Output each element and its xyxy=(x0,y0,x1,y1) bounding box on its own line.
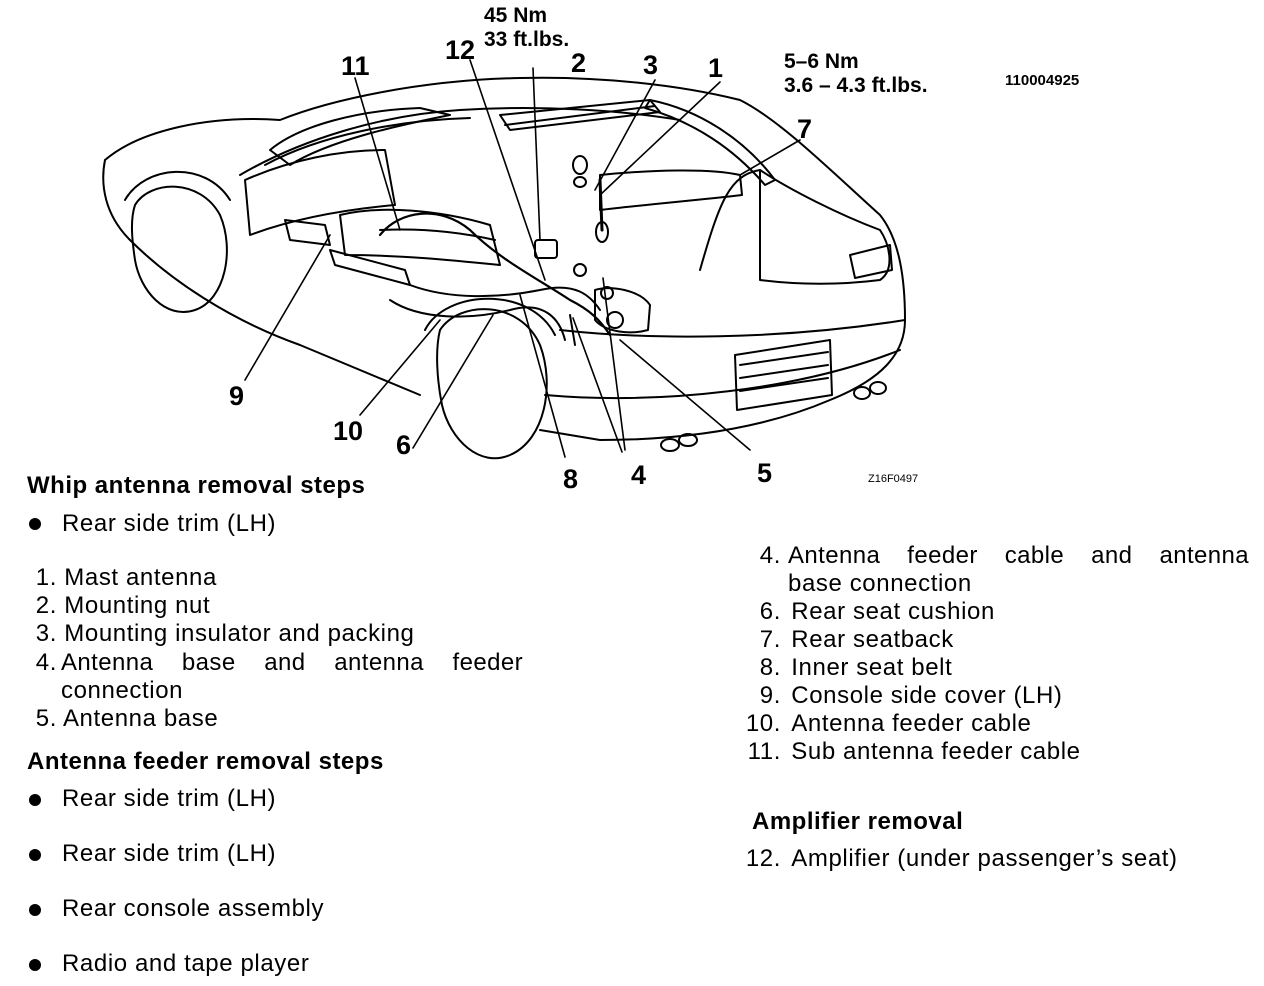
feeder-prep-step: Rear side trim (LH) xyxy=(62,785,277,812)
callout-11: 11 xyxy=(341,51,370,81)
torque-nm: 5–6 Nm xyxy=(784,50,859,73)
step-number: 2. xyxy=(35,592,57,619)
feeder-step-4-cont: base connection xyxy=(788,570,972,597)
front-wheel xyxy=(131,185,228,313)
feeder-step-6: 6. Rear seat cushion xyxy=(740,598,995,626)
step-text: Antenna base xyxy=(62,705,219,732)
step-number: 5. xyxy=(35,705,57,732)
callout-9: 9 xyxy=(229,381,245,411)
feeder-step-10: 10. Antenna feeder cable xyxy=(740,710,1031,738)
car-body-outline xyxy=(104,76,906,441)
windshield xyxy=(269,107,451,166)
step-text: Inner seat belt xyxy=(791,654,953,681)
amplifier-heading: Amplifier removal xyxy=(752,808,964,835)
step-text: Mounting nut xyxy=(64,592,211,619)
console-side-cover xyxy=(284,219,331,246)
feeder-prep-step: Rear console assembly xyxy=(62,895,325,922)
callout-4: 4 xyxy=(631,460,647,490)
whip-step-3: 3. Mounting insulator and packing xyxy=(27,620,415,648)
step-number: 6. xyxy=(759,598,781,625)
rear-seat xyxy=(339,208,501,266)
tail-light xyxy=(849,244,893,279)
torque-spec-antenna-base: 5–6 Nm 3.6 – 4.3 ft.lbs. xyxy=(784,50,928,98)
bullet-dot xyxy=(29,849,41,861)
callout-3: 3 xyxy=(643,50,659,80)
callout-8: 8 xyxy=(563,464,579,494)
step-text: Console side cover (LH) xyxy=(791,682,1063,709)
rear-bumper xyxy=(559,319,906,338)
whip-step-2: 2. Mounting nut xyxy=(27,592,210,620)
callout-7: 7 xyxy=(797,114,813,144)
amplifier-box xyxy=(534,239,558,259)
bullet-dot xyxy=(29,904,41,916)
car-line-drawing xyxy=(102,59,906,460)
whip-step-5: 5. Antenna base xyxy=(27,705,218,733)
step-text: Antenna feeder cable xyxy=(791,710,1032,737)
callout-5: 5 xyxy=(757,458,773,488)
leader-lines xyxy=(244,59,801,458)
step-number: 10. xyxy=(745,710,781,737)
step-number: 3. xyxy=(35,620,57,647)
feeder-step-8: 8. Inner seat belt xyxy=(740,654,952,682)
callout-1: 1 xyxy=(708,53,724,83)
step-text: Mounting insulator and packing xyxy=(64,620,415,647)
figure-code: Z16F0497 xyxy=(868,473,919,485)
rear-spoiler xyxy=(644,99,776,186)
bullet-dot xyxy=(29,959,41,971)
torque-ftlbs: 33 ft.lbs. xyxy=(484,28,570,51)
whip-prep-step: Rear side trim (LH) xyxy=(62,510,277,537)
torque-spec-mounting-nut: 45 Nm 33 ft.lbs. xyxy=(484,4,569,52)
feeder-step-4: 4. xyxy=(740,542,781,570)
callout-2: 2 xyxy=(571,48,587,78)
step-number: 11. xyxy=(747,738,781,765)
step-number: 1. xyxy=(35,564,57,591)
car-antenna-diagram: 45 Nm 33 ft.lbs. 5–6 Nm 3.6 – 4.3 ft.lbs… xyxy=(102,4,1080,494)
whip-step-4-cont: connection xyxy=(61,677,184,704)
step-number: 12. xyxy=(745,845,781,872)
feeder-step-9: 9. Console side cover (LH) xyxy=(740,682,1063,710)
license-plate-recess xyxy=(734,339,833,411)
side-window xyxy=(244,149,396,236)
feeder-step-7: 7. Rear seatback xyxy=(740,626,954,654)
step-number: 9. xyxy=(759,682,781,709)
torque-ftlbs: 3.6 – 4.3 ft.lbs. xyxy=(784,74,928,97)
step-number: 7. xyxy=(759,626,781,653)
step-number: 4. xyxy=(35,649,57,676)
callout-12: 12 xyxy=(445,35,476,65)
callout-6: 6 xyxy=(396,430,412,460)
whip-heading: Whip antenna removal steps xyxy=(27,472,366,499)
step-text: Rear seatback xyxy=(791,626,954,653)
torque-nm: 45 Nm xyxy=(484,4,548,27)
callout-10: 10 xyxy=(333,416,364,446)
step-text: Mast antenna xyxy=(64,564,217,591)
amplifier-step-12: 12. Amplifier (under passenger’s seat) xyxy=(740,845,1178,873)
whip-step-1: 1. Mast antenna xyxy=(27,564,217,592)
step-number: 8. xyxy=(759,654,781,681)
roof-line xyxy=(239,107,681,176)
feeder-prep-step: Radio and tape player xyxy=(62,950,310,977)
step-text: Sub antenna feeder cable xyxy=(791,738,1081,765)
feeder-heading: Antenna feeder removal steps xyxy=(27,748,384,775)
exhaust-tip xyxy=(678,433,698,447)
feeder-prep-step: Rear side trim (LH) xyxy=(62,840,277,867)
feeder-step-11: 11. Sub antenna feeder cable xyxy=(740,738,1081,766)
antenna-base xyxy=(594,287,651,334)
feeder-step-4-text: Antenna feeder cable and antenna xyxy=(788,542,1249,569)
step-number: 4. xyxy=(759,542,781,569)
document-code: 110004925 xyxy=(1005,72,1080,89)
whip-step-4-text: Antenna base and antenna feeder xyxy=(61,649,523,676)
bullet-dot xyxy=(29,794,41,806)
whip-step-4: 4. xyxy=(27,649,57,677)
step-text: Amplifier (under passenger’s seat) xyxy=(791,845,1178,872)
antenna-feeder-cable xyxy=(378,212,612,337)
step-text: Rear seat cushion xyxy=(791,598,995,625)
bullet-dot xyxy=(29,518,41,530)
